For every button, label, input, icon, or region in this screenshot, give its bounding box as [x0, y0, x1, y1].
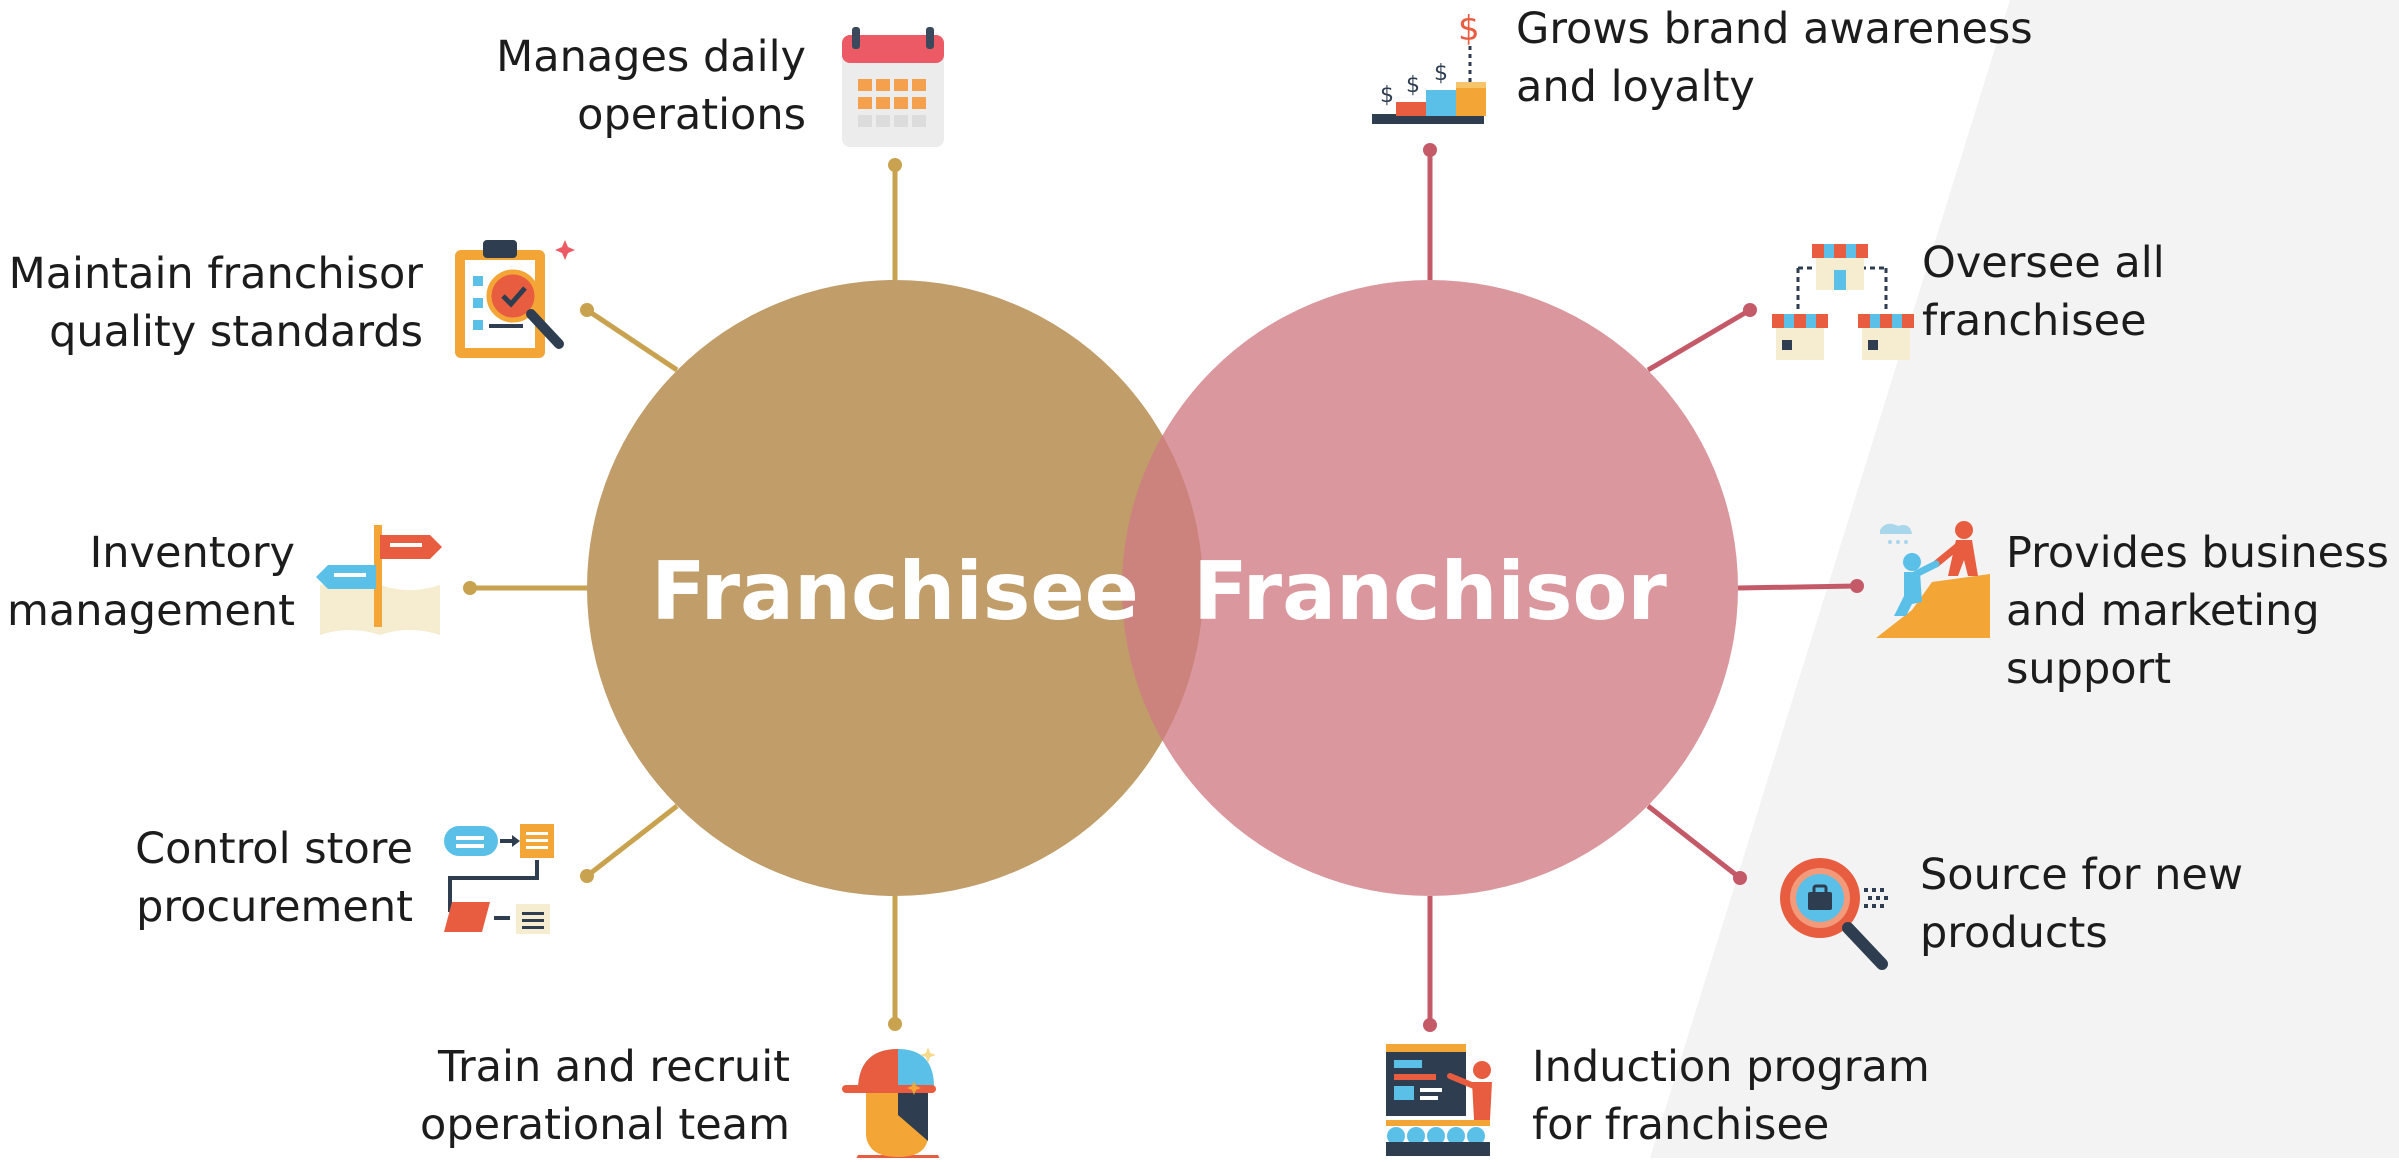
- franchisee-item-daily-operations: Manages daily operations: [496, 32, 806, 140]
- franchisee-item-quality-standards: Maintain franchisor quality standards: [8, 249, 423, 357]
- franchisor-title: Franchisor: [1193, 545, 1667, 638]
- calendar-icon: [842, 27, 944, 147]
- franchisor-connectors: [1423, 143, 1864, 1032]
- workflow-icon: [444, 824, 554, 934]
- growth-chart-icon: $ $ $ $: [1372, 9, 1486, 124]
- store-network-icon: [1772, 244, 1914, 360]
- signpost-icon: [316, 525, 442, 635]
- franchisor-item-induction: Induction program for franchisee: [1532, 1042, 1930, 1150]
- franchisee-connectors: [463, 158, 902, 1031]
- franchisor-item-support: Provides business and marketing support: [2006, 528, 2389, 694]
- helping-climb-icon: [1876, 521, 1990, 638]
- franchisee-item-procurement: Control store procurement: [135, 824, 413, 932]
- franchisor-item-brand-awareness: Grows brand awareness and loyalty: [1516, 4, 2033, 112]
- franchisor-circle: [1122, 280, 1738, 896]
- franchisee-title: Franchisee: [651, 545, 1139, 638]
- svg-text:$: $: [1458, 9, 1480, 49]
- svg-text:$: $: [1434, 61, 1448, 86]
- presentation-icon: [1386, 1044, 1492, 1156]
- franchisee-circle: [587, 280, 1203, 896]
- clipboard-inspect-icon: [455, 240, 575, 358]
- franchisor-item-oversee: Oversee all franchisee: [1922, 238, 2165, 346]
- franchisee-item-train-recruit: Train and recruit operational team: [420, 1042, 790, 1150]
- svg-text:$: $: [1380, 83, 1394, 108]
- magnifier-search-icon: [1780, 858, 1888, 970]
- franchisor-item-source-products: Source for new products: [1920, 850, 2244, 958]
- franchisee-item-inventory: Inventory management: [6, 528, 295, 636]
- svg-text:$: $: [1406, 73, 1420, 98]
- worker-icon: [842, 1047, 942, 1162]
